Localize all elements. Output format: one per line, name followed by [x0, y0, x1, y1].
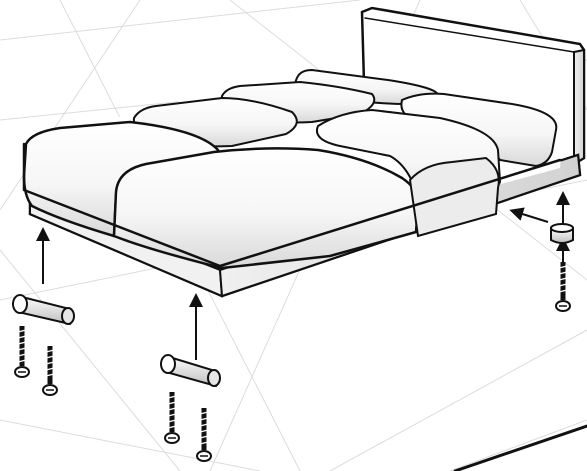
screw-icon: [556, 262, 570, 311]
screw-icon: [43, 346, 57, 395]
screw-icon: [197, 408, 211, 461]
screw-icon: [15, 326, 29, 377]
leg-front-left: [13, 295, 74, 324]
arrow-back-right-side: [516, 212, 548, 222]
floor-edge: [455, 426, 587, 471]
leg-back-right: [551, 224, 573, 243]
screws: [15, 262, 570, 461]
leg-front-center: [161, 355, 220, 386]
screw-icon: [165, 392, 179, 443]
cushion-front-center: [114, 148, 418, 268]
cushion-front-right: [410, 158, 499, 236]
